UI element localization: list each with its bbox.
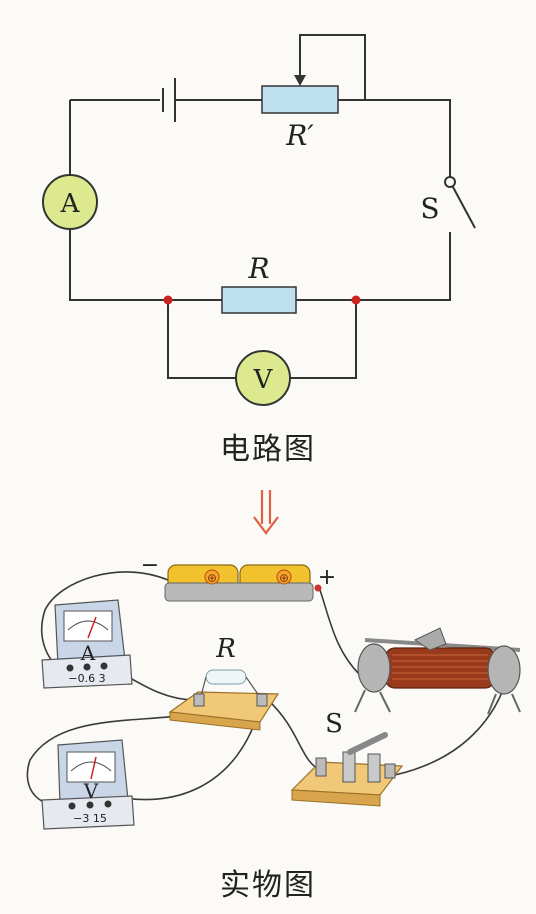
ammeter-scale-label: −0.6 3 — [68, 672, 105, 685]
rheostat-symbol — [261, 85, 339, 114]
wire-voltmeter-branch — [167, 300, 357, 379]
switch-symbol — [444, 176, 476, 229]
resistor-symbol — [221, 286, 297, 314]
battery-minus-label: − — [141, 553, 159, 578]
voltmeter-device-symbol: V — [83, 779, 99, 803]
ammeter-symbol-label: A — [60, 189, 81, 219]
junction-node-right — [351, 295, 361, 305]
voltmeter-device — [41, 739, 135, 830]
voltmeter-symbol — [235, 350, 291, 406]
slider-arrow-icon — [294, 75, 306, 86]
resistor-label: R — [247, 252, 269, 285]
switch-label: S — [420, 192, 439, 225]
battery-cell-mark-1: ⊕ — [207, 571, 217, 585]
wire-top-right — [299, 34, 366, 101]
rheostat-label: R′ — [285, 119, 314, 152]
physical-setup-caption: 实物图 — [220, 868, 316, 903]
ammeter-device — [41, 599, 133, 689]
wire-right-lower — [356, 232, 451, 301]
battery-plus-label: + — [318, 565, 336, 590]
ammeter-device-symbol: A — [80, 641, 96, 665]
down-arrow-icon — [253, 490, 279, 535]
voltmeter-symbol-label: V — [253, 365, 274, 395]
rheostat-device — [354, 627, 521, 715]
switch-device — [290, 732, 404, 807]
ammeter-symbol — [42, 174, 98, 230]
circuit-diagram — [69, 34, 451, 379]
wire-left-lower — [69, 228, 222, 301]
resistor-device-label: R — [215, 634, 236, 664]
battery-pack — [164, 564, 322, 602]
voltmeter-scale-label: −3 15 — [73, 812, 107, 825]
wire-right-upper — [365, 99, 451, 178]
resistor-device — [168, 669, 280, 731]
battery-symbol — [162, 78, 176, 122]
switch-device-label: S — [325, 709, 343, 739]
junction-node-left — [163, 295, 173, 305]
circuit-diagram-caption: 电路图 — [220, 432, 316, 467]
battery-cell-mark-2: ⊕ — [279, 571, 289, 585]
